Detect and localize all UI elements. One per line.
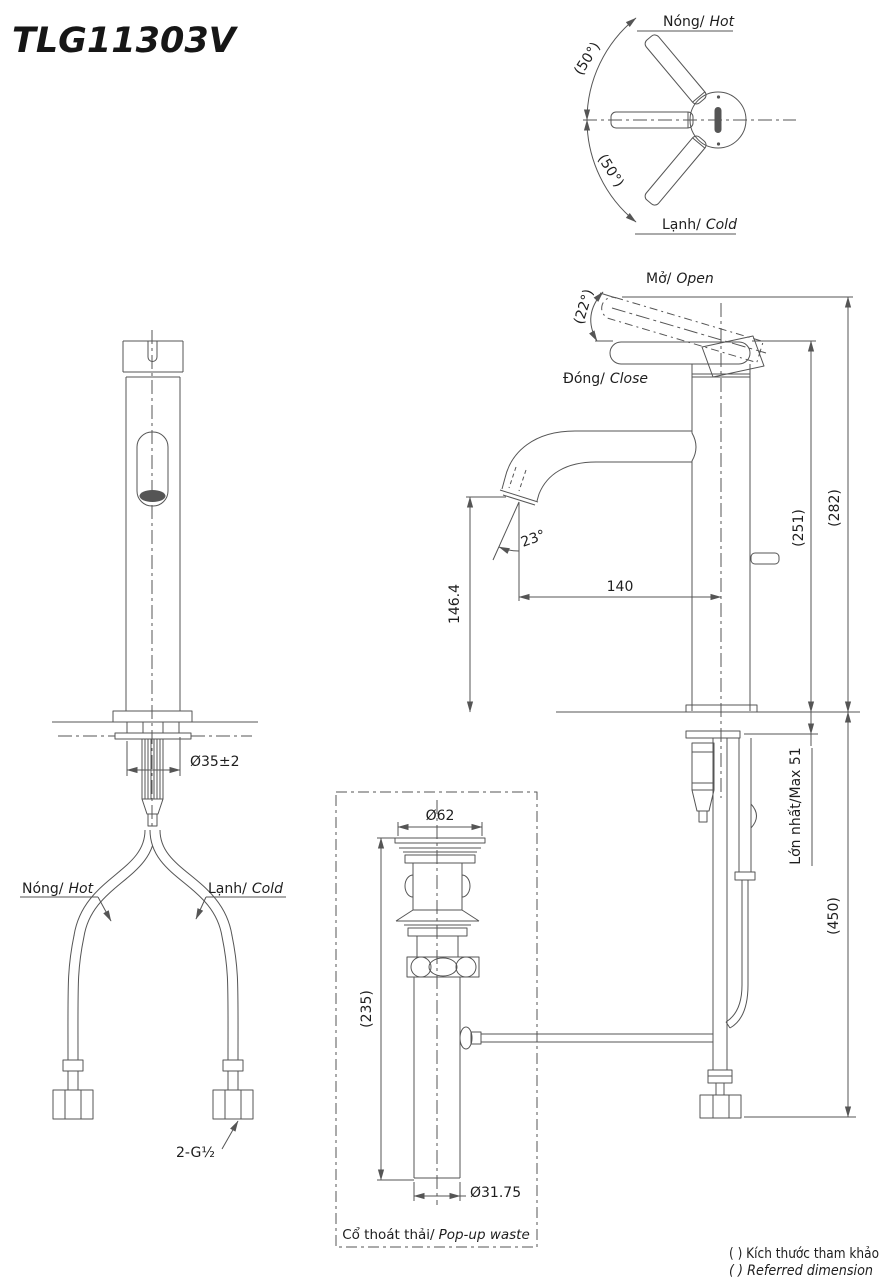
max-deck-thickness-value: Lớn nhất/Max 51 bbox=[788, 747, 804, 864]
shank-diameter-value: Ø35±2 bbox=[190, 754, 239, 770]
spout-angle-value: 23° bbox=[519, 527, 548, 551]
side-hose bbox=[712, 738, 728, 1070]
height-to-spout-top-value: (251) bbox=[791, 509, 807, 547]
front-cold-leader bbox=[195, 896, 207, 920]
front-view: Ø35±2 Nóng/Hot Lạnh/Cold 2-G½ bbox=[20, 330, 286, 1161]
popup-caption: Cổ thoát thải/Pop-up waste bbox=[342, 1226, 530, 1243]
open-handle-centerline bbox=[611, 307, 767, 354]
drain-nut bbox=[406, 956, 480, 978]
lift-rod-guide bbox=[738, 738, 752, 872]
handle-cold-position bbox=[644, 135, 707, 206]
aerator bbox=[139, 490, 166, 502]
body-length-dimension: (235) bbox=[359, 837, 414, 1181]
supply-hoses bbox=[52, 829, 254, 1120]
open-label: Mở/Open bbox=[646, 271, 714, 287]
side-faucet-body bbox=[691, 364, 780, 711]
spout bbox=[499, 430, 692, 506]
side-deck: Lớn nhất/Max 51 bbox=[556, 704, 860, 866]
cold-hose-nut bbox=[212, 1089, 254, 1120]
shank-diameter-dimension: Ø35±2 bbox=[126, 737, 239, 776]
spout-outlet-window bbox=[136, 431, 169, 507]
spout-angle-dimension: 23° bbox=[492, 501, 548, 601]
flange-diameter-value: Ø62 bbox=[426, 808, 455, 824]
front-cold-label: Lạnh/Cold bbox=[208, 881, 283, 897]
under-deck-length-value: (450) bbox=[826, 897, 842, 935]
hose-thread-leader bbox=[221, 1120, 239, 1150]
front-hot-label: Nóng/Hot bbox=[22, 881, 94, 897]
swing-angle-upper: (50°) bbox=[571, 39, 604, 78]
handle-slot bbox=[147, 341, 158, 362]
spout-reach-dimension: 140 bbox=[518, 579, 722, 601]
tailpipe bbox=[413, 977, 461, 1179]
faucet-body-top bbox=[689, 91, 747, 149]
footnote-vi: ( ) Kích thước tham khảo bbox=[729, 1246, 879, 1262]
handle-closed bbox=[609, 341, 751, 365]
swing-angle-lower: (50°) bbox=[594, 151, 627, 190]
drain-flange bbox=[394, 837, 486, 844]
spout-height-value: 146.4 bbox=[447, 584, 463, 624]
model-number: TLG11303V bbox=[12, 21, 239, 61]
flange-diameter-dimension: Ø62 bbox=[397, 808, 483, 836]
handle-open-phantom bbox=[601, 296, 764, 363]
top-hot-label: Nóng/Hot bbox=[663, 14, 735, 30]
body-length-value: (235) bbox=[359, 990, 375, 1028]
lift-rod-knob bbox=[750, 552, 780, 565]
hot-hose-nut bbox=[52, 1089, 94, 1120]
side-hose-nut bbox=[699, 1094, 742, 1119]
top-cold-label: Lạnh/Cold bbox=[662, 217, 737, 233]
front-faucet-body bbox=[122, 340, 184, 711]
handle-end-cap bbox=[701, 335, 765, 378]
front-hot-leader bbox=[97, 896, 112, 922]
height-dimensions: (251) (282) bbox=[791, 296, 852, 713]
rod-pivot bbox=[459, 1026, 473, 1050]
pop-up-rod bbox=[741, 880, 749, 985]
spout-reach-value: 140 bbox=[607, 579, 634, 595]
footnote: ( ) Kích thước tham khảo ( ) Referred di… bbox=[729, 1246, 879, 1279]
top-view-handle-swing: Nóng/Hot Lạnh/Cold (50°) (50°) bbox=[571, 14, 796, 235]
popup-drain-assembly bbox=[394, 837, 486, 1179]
tail-diameter-dimension: Ø31.75 bbox=[413, 1182, 521, 1201]
side-mounting-washer bbox=[685, 730, 741, 739]
under-deck-hardware bbox=[481, 738, 757, 1119]
close-label: Đóng/Close bbox=[563, 371, 648, 387]
overall-height-value: (282) bbox=[827, 489, 843, 527]
swing-arc-upper bbox=[583, 17, 637, 121]
swing-arc-lower bbox=[583, 119, 637, 223]
tail-diameter-value: Ø31.75 bbox=[470, 1185, 521, 1201]
popup-waste-detail: Ø62 (235) Ø31.75 bbox=[335, 791, 538, 1248]
check-valve bbox=[691, 742, 715, 791]
handle-angle-dimension: (22°) bbox=[571, 287, 853, 342]
handle-hot-position bbox=[644, 34, 707, 105]
spout-height-dimension: 146.4 bbox=[447, 496, 506, 713]
horizontal-rod bbox=[481, 1033, 713, 1043]
under-deck-dimension: (450) bbox=[744, 711, 856, 1118]
base-plate bbox=[112, 710, 193, 723]
spout-outlet-face bbox=[499, 489, 539, 506]
side-base-plate bbox=[685, 704, 758, 713]
side-view: 23° 146.4 140 (22°) Mở/Open Đóng/Close (… bbox=[447, 271, 860, 1119]
footnote-en: ( ) Referred dimension bbox=[729, 1263, 873, 1279]
handle-hub bbox=[714, 107, 722, 133]
hose-thread-label: 2-G½ bbox=[176, 1145, 215, 1161]
detail-box bbox=[335, 791, 538, 1248]
